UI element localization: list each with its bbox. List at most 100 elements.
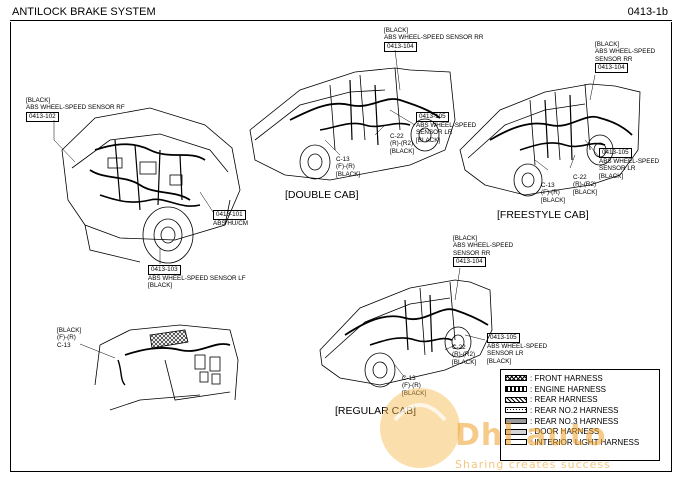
- callout-hu-code: 0413-101: [213, 210, 246, 220]
- callout-dc-c22-pins: (R)-(R2): [390, 140, 414, 148]
- callout-dc-c22-connector: C-22: [390, 133, 404, 140]
- callout-fs-rr-code: 0413-104: [595, 62, 628, 73]
- callout-dc-sensor-lr: 0413-105 ABS WHEEL-SPEED SENSOR LR [BLAC…: [416, 112, 476, 144]
- callout-c13s-color: [BLACK]: [57, 327, 82, 334]
- legend-swatch-rear-no3: [505, 418, 527, 425]
- legend-swatch-rear-no2: [505, 407, 527, 414]
- legend-swatch-rear: [505, 396, 527, 403]
- callout-c13-interior: [BLACK] (F)-(R) C-13: [57, 327, 81, 349]
- legend-row: : REAR NO.2 HARNESS: [505, 405, 655, 416]
- legend-swatch-front: [505, 375, 527, 382]
- callout-rf-color: [BLACK]: [26, 97, 51, 104]
- callout-dc-rr-name: ABS WHEEL-SPEED SENSOR RR: [384, 34, 484, 42]
- page-title: ANTILOCK BRAKE SYSTEM: [12, 6, 156, 18]
- callout-dc-rr-code: 0413-104: [384, 41, 417, 52]
- callout-rc-c13-connector: C-13: [402, 375, 416, 382]
- callout-dc-lr-color: [BLACK]: [416, 136, 441, 144]
- diagram-frame: [10, 22, 672, 472]
- callout-dc-lr-code: 0413-105: [416, 112, 449, 122]
- callout-fs-lr-color: [BLACK]: [599, 172, 624, 180]
- legend-label: : INTERIOR LIGHT HARNESS: [530, 437, 640, 447]
- callout-sensor-rf: [BLACK] ABS WHEEL-SPEED SENSOR RF 0413-1…: [26, 97, 125, 122]
- legend-label: : FRONT HARNESS: [530, 373, 603, 383]
- double-cab-view: [249, 49, 456, 181]
- callout-rc-rr-code: 0413-104: [453, 256, 486, 267]
- callout-fs-c22-color: [BLACK]: [573, 188, 598, 196]
- legend-row: : FRONT HARNESS: [505, 373, 655, 384]
- callout-dc-rr-color: [BLACK]: [384, 27, 409, 34]
- front-bay-view: [53, 107, 241, 264]
- callout-rc-lr-color: [BLACK]: [487, 357, 512, 365]
- legend-label: : REAR NO.3 HARNESS: [530, 416, 619, 426]
- caption-double-cab: [DOUBLE CAB]: [285, 189, 359, 201]
- callout-rc-c22-pins: (R)-(R2): [452, 351, 476, 359]
- legend-label: : REAR NO.2 HARNESS: [530, 405, 619, 415]
- callout-fs-sensor-rr: [BLACK] ABS WHEEL-SPEED SENSOR RR 0413-1…: [595, 41, 655, 73]
- callout-lf-code: 0413-103: [148, 265, 181, 275]
- legend-swatch-engine: [505, 386, 527, 393]
- callout-rc-c22: C-22 (R)-(R2) [BLACK]: [452, 344, 476, 366]
- callout-dc-c22-color: [BLACK]: [390, 147, 415, 155]
- callout-fs-rr-name1: ABS WHEEL-SPEED: [595, 48, 656, 56]
- interior-detail: [79, 324, 239, 411]
- callout-lf-color: [BLACK]: [148, 282, 173, 290]
- watermark-brand: Dhl auto: [455, 418, 607, 453]
- callout-fs-rr-name2: SENSOR RR: [595, 55, 633, 63]
- callout-dc-c13-pins: (F)-(R): [336, 163, 355, 171]
- callout-fs-c22-connector: C-22: [573, 174, 587, 181]
- callout-rc-rr-name1: ABS WHEEL-SPEED: [453, 242, 514, 250]
- callout-fs-lr-code: 0413-105: [599, 148, 632, 158]
- watermark-slogan: Sharing creates success: [455, 458, 611, 471]
- legend-row: : INTERIOR LIGHT HARNESS: [505, 437, 655, 448]
- callout-c13s-connector: C-13: [57, 341, 71, 349]
- callout-fs-c13-pins: (F)-(R): [541, 189, 560, 197]
- legend-label: : DOOR HARNESS: [530, 427, 600, 437]
- callout-dc-c22: C-22 (R)-(R2) [BLACK]: [390, 133, 414, 155]
- callout-rc-rr-color: [BLACK]: [453, 235, 478, 242]
- callout-rf-name: ABS WHEEL-SPEED SENSOR RF: [26, 104, 125, 112]
- callout-rc-lr-name2: SENSOR LR: [487, 350, 524, 358]
- legend-swatch-door: [505, 428, 527, 435]
- callout-hu-name: ABS HU/CM: [213, 220, 248, 227]
- callout-c13s-pins: (F)-(R): [57, 334, 76, 342]
- callout-fs-c22: C-22 (R)-(R2) [BLACK]: [573, 174, 597, 196]
- callout-fs-lr-name1: ABS WHEEL-SPEED: [599, 158, 660, 165]
- legend-row: : REAR NO.3 HARNESS: [505, 416, 655, 427]
- callout-fs-c13-connector: C-13: [541, 182, 555, 189]
- freestyle-cab-view: [459, 74, 641, 197]
- page-code: 0413-1b: [627, 6, 668, 18]
- callout-rf-code: 0413-102: [26, 111, 59, 122]
- harness-legend: : FRONT HARNESS : ENGINE HARNESS : REAR …: [500, 369, 660, 461]
- callout-fs-lr-name2: SENSOR LR: [599, 165, 636, 173]
- callout-fs-rr-color: [BLACK]: [595, 41, 620, 48]
- caption-freestyle-cab: [FREESTYLE CAB]: [497, 209, 589, 221]
- callout-dc-c13-color: [BLACK]: [336, 170, 361, 178]
- callout-dc-sensor-rr: [BLACK] ABS WHEEL-SPEED SENSOR RR 0413-1…: [384, 27, 483, 52]
- callout-rc-c13-color: [BLACK]: [402, 390, 426, 397]
- legend-row: : ENGINE HARNESS: [505, 384, 655, 395]
- callout-rc-sensor-lr: 0413-105 ABS WHEEL-SPEED SENSOR LR [BLAC…: [487, 333, 547, 365]
- callout-dc-c13: C-13 (F)-(R) [BLACK]: [336, 156, 360, 178]
- callout-fs-c22-pins: (R)-(R2): [573, 181, 597, 189]
- regular-cab-view: [319, 267, 493, 388]
- watermark-logo-icon: [380, 388, 460, 468]
- callout-sensor-lf: 0413-103 ABS WHEEL-SPEED SENSOR LF [BLAC…: [148, 265, 246, 290]
- callout-fs-sensor-lr: 0413-105 ABS WHEEL-SPEED SENSOR LR [BLAC…: [599, 148, 659, 180]
- callout-rc-sensor-rr: [BLACK] ABS WHEEL-SPEED SENSOR RR 0413-1…: [453, 235, 513, 267]
- legend-row: : DOOR HARNESS: [505, 426, 655, 437]
- callout-dc-c13-connector: C-13: [336, 156, 350, 163]
- header-rule: [10, 20, 672, 21]
- callout-fs-c13: C-13 (F)-(R) [BLACK]: [541, 182, 565, 204]
- callout-fs-c13-color: [BLACK]: [541, 196, 566, 204]
- callout-abs-hu-cm: 0413-101 ABS HU/CM: [213, 210, 248, 227]
- callout-dc-lr-name1: ABS WHEEL-SPEED: [416, 122, 477, 129]
- callout-rc-lr-name1: ABS WHEEL-SPEED: [487, 343, 548, 350]
- legend-label: : REAR HARNESS: [530, 395, 598, 405]
- callout-dc-lr-name2: SENSOR LR: [416, 129, 453, 137]
- caption-regular-cab: [REGULAR CAB]: [335, 405, 417, 417]
- callout-rc-rr-name2: SENSOR RR: [453, 249, 491, 257]
- callout-lf-name: ABS WHEEL-SPEED SENSOR LF: [148, 275, 246, 282]
- legend-swatch-interior-light: [505, 439, 527, 446]
